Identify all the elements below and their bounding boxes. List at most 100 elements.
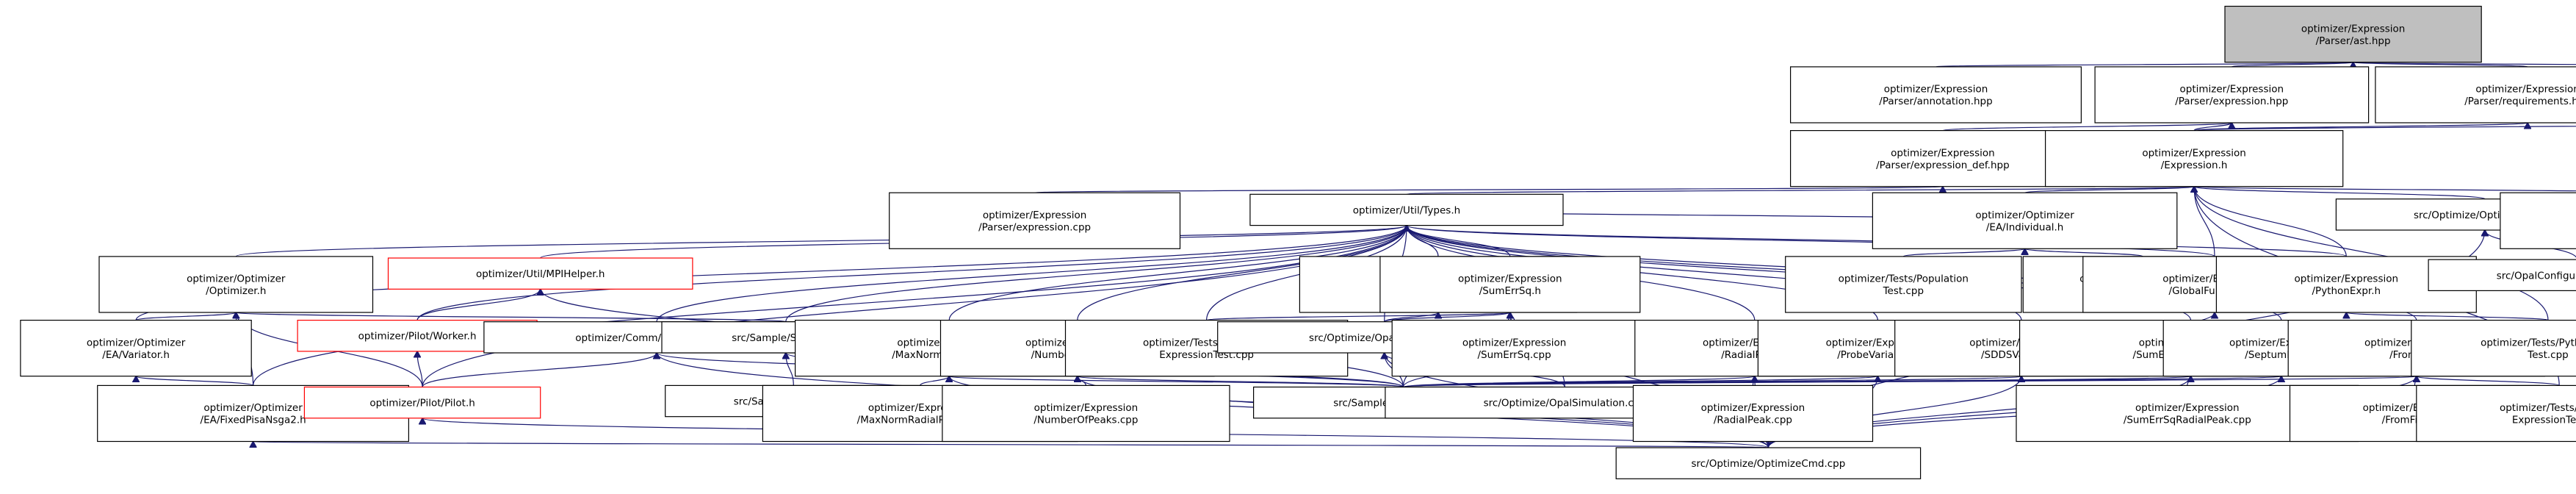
node-label-line: ExpressionTest.cpp: [2512, 415, 2576, 426]
edge-expression_h-to-expression_hpp: [2193, 123, 2232, 132]
node-label-line: optimizer/Expression: [1458, 273, 1562, 285]
node-mpihelper[interactable]: optimizer/Util/MPIHelper.h: [387, 257, 693, 290]
edge-requirements-to-ast: [2353, 62, 2528, 67]
node-label-line: /EA/Individual.h: [1986, 222, 2063, 234]
edge-expr_test-to-expression_h: [2194, 187, 2576, 193]
node-label-line: /Parser/expression.cpp: [978, 222, 1091, 234]
node-expression-cpp[interactable]: optimizer/Expression/Parser/expression.c…: [889, 192, 1181, 249]
node-box: [2500, 192, 2576, 249]
node-ast[interactable]: optimizer/Expression/Parser/ast.hpp: [2224, 5, 2482, 63]
edge-pythonexpr_test-to-pythonexpr_h: [2346, 312, 2549, 321]
edge-samplecmd-to-numpeaks_h: [1078, 376, 1404, 388]
node-configure[interactable]: src/OpalConfigure/Configure.cpp: [2428, 259, 2576, 292]
edge-variator-to-optimizer_h: [135, 312, 236, 321]
edge-pilot-to-commsplitter: [422, 353, 657, 387]
edge-sampler_cpp-to-sampler_h: [786, 353, 794, 386]
node-label-line: optimizer/Optimizer: [203, 402, 303, 414]
node-box: [2045, 130, 2344, 187]
node-label-line: optimizer/Expression: [2295, 273, 2399, 285]
node-label-line: /SumErrSq.h: [1479, 285, 1541, 297]
node-box: [1790, 66, 2082, 124]
node-fixedpisa[interactable]: optimizer/Optimizer/EA/FixedPisaNsga2.h: [97, 384, 410, 443]
node-types[interactable]: optimizer/Util/Types.h: [1249, 193, 1564, 226]
node-radialpeak-cpp[interactable]: optimizer/Expression/RadialPeak.cpp: [1632, 384, 1874, 443]
node-box: [2428, 259, 2576, 292]
node-box: [1391, 320, 1637, 377]
node-label-line: optimizer/Expression: [1034, 402, 1139, 414]
node-pythonexpr-test[interactable]: optimizer/Tests/PythonExprTest.cpp: [2411, 320, 2576, 377]
edge-pythonexpr_h-to-expression_h: [2194, 187, 2347, 257]
edge-worker-to-types: [416, 226, 1407, 321]
node-label-line: /SumErrSqRadialPeak.cpp: [2124, 415, 2251, 426]
edge-individual-to-expression_h: [2024, 187, 2195, 193]
node-box: [303, 386, 541, 419]
node-label-line: /Parser/annotation.hpp: [1879, 96, 1992, 107]
node-label-line: optimizer/Expression: [1884, 84, 1988, 96]
edge-annotation-to-ast: [1935, 62, 2353, 67]
edge-maxnorm_cpp-to-maxnorm_h: [920, 376, 950, 386]
node-box: [1872, 192, 2178, 249]
node-expr-test[interactable]: optimizer/Tests/ExpressionTest.cpp: [2500, 192, 2576, 249]
edge-evaluator_hpp-to-ast: [2353, 62, 2576, 67]
node-label-line: src/OpalConfigure/Configure.cpp: [2497, 270, 2576, 282]
node-label-line: /SumErrSq.cpp: [1477, 349, 1551, 361]
node-box: [2416, 384, 2576, 443]
node-label-line: /EA/Variator.h: [102, 349, 170, 361]
edge-expression_hpp-to-ast: [2231, 62, 2353, 67]
edge-expression_h-to-requirements: [2193, 123, 2528, 132]
edge-types-to-expression_h: [1406, 187, 2194, 195]
node-label-line: optimizer/Tests/FromFile: [2500, 402, 2576, 414]
node-expression-h[interactable]: optimizer/Expression/Expression.h: [2045, 130, 2344, 187]
node-label-line: /NumberOfPeaks.cpp: [1033, 415, 1138, 426]
node-individual[interactable]: optimizer/Optimizer/EA/Individual.h: [1872, 192, 2178, 249]
node-label-line: optimizer/Pilot/Pilot.h: [369, 398, 475, 409]
node-label-line: optimizer/Util/MPIHelper.h: [476, 268, 605, 280]
node-box: [1790, 130, 2096, 187]
node-label-line: /RadialPeak.cpp: [1714, 415, 1792, 426]
node-label-line: optimizer/Optimizer: [187, 273, 286, 285]
node-expression-hpp[interactable]: optimizer/Expression/Parser/expression.h…: [2094, 66, 2370, 124]
node-box: [387, 257, 693, 290]
node-box: [1632, 384, 1874, 443]
edge-fixedpisa-to-variator: [136, 376, 254, 386]
edge-pilot-to-worker: [417, 351, 423, 387]
node-label-line: /Parser/ast.hpp: [2316, 35, 2391, 47]
node-label-line: optimizer/Expression: [2180, 84, 2284, 96]
node-label-line: Test.cpp: [2527, 349, 2568, 361]
node-box: [2375, 66, 2576, 124]
node-optimizer-h[interactable]: optimizer/Optimizer/Optimizer.h: [98, 256, 374, 313]
edge-sampler_h-to-types: [785, 226, 1407, 322]
node-requirements[interactable]: optimizer/Expression/Parser/requirements…: [2375, 66, 2576, 124]
edge-expression_def-to-expression_hpp: [1942, 123, 2232, 132]
node-label-line: optimizer/Expression: [1701, 402, 1805, 414]
node-box: [2094, 66, 2370, 124]
node-numpeaks-cpp[interactable]: optimizer/Expression/NumberOfPeaks.cpp: [942, 384, 1230, 443]
node-variator[interactable]: optimizer/Optimizer/EA/Variator.h: [20, 320, 252, 377]
node-annotation[interactable]: optimizer/Expression/Parser/annotation.h…: [1790, 66, 2082, 124]
node-optimizecmd-cpp[interactable]: src/Optimize/OptimizeCmd.cpp: [1615, 447, 1922, 479]
node-label-line: optimizer/Expression: [1462, 337, 1567, 348]
node-pilot[interactable]: optimizer/Pilot/Pilot.h: [303, 386, 541, 419]
node-sumerrsq-cpp[interactable]: optimizer/Expression/SumErrSq.cpp: [1391, 320, 1637, 377]
node-expression-def[interactable]: optimizer/Expression/Parser/expression_d…: [1790, 130, 2096, 187]
edge-expression_cpp-to-expression_def: [1034, 187, 1943, 193]
node-box: [2411, 320, 2576, 377]
node-fromfile-test[interactable]: optimizer/Tests/FromFileExpressionTest.c…: [2416, 384, 2576, 443]
node-label-line: optimizer/Expression: [1891, 147, 1995, 159]
edge-opalsim_h-to-sumerrsq_h: [1384, 312, 1510, 323]
node-label-line: /Parser/expression_def.hpp: [1876, 160, 2010, 171]
node-label-line: Test.cpp: [1883, 285, 1924, 297]
node-box: [1785, 256, 2022, 313]
node-box: [942, 384, 1230, 443]
node-label-line: optimizer/Tests/Population: [1839, 273, 1969, 285]
edge-optimizer_h-to-types: [235, 226, 1407, 257]
node-label-line: optimizer/Pilot/Worker.h: [358, 331, 477, 343]
edge-optimizecmd_h-to-expression_h: [2194, 187, 2486, 200]
edge-globalfunc-to-expression_h: [2194, 187, 2215, 257]
node-sumerrsq-h[interactable]: optimizer/Expression/SumErrSq.h: [1379, 256, 1641, 313]
node-box: [1249, 193, 1564, 226]
node-label-line: /Expression.h: [2161, 160, 2228, 171]
edge-globalfunc-to-types: [1407, 226, 2215, 257]
